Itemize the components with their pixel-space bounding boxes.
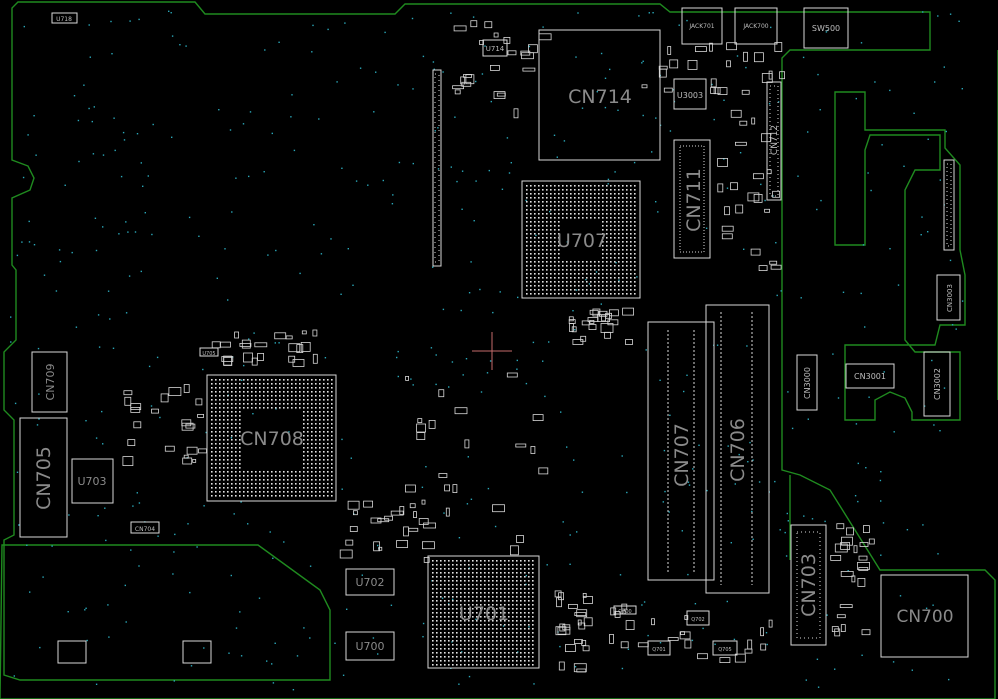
board-inner-outline <box>834 91 966 421</box>
u702-component[interactable]: U702 <box>345 568 395 596</box>
u701-ball-grid <box>432 560 534 666</box>
u707-component[interactable]: U707 <box>521 180 641 299</box>
cn709-component[interactable]: CN709 <box>31 351 68 413</box>
cn3002-component[interactable]: CN3002 <box>923 351 951 417</box>
cn712-component[interactable]: CN712 <box>766 81 782 201</box>
cn700-component[interactable]: CN700 <box>880 574 969 658</box>
u705-component[interactable]: U705 <box>199 347 219 357</box>
u3003-label: U3003 <box>677 91 703 100</box>
cn3003-component[interactable]: CN3003 <box>936 274 961 321</box>
cn3001-label: CN3001 <box>854 372 886 381</box>
cn3000-component[interactable]: CN3000 <box>796 354 818 411</box>
right-edge-connector[interactable] <box>943 159 955 251</box>
cn714-label: CN714 <box>568 86 632 108</box>
u702-label: U702 <box>355 576 384 589</box>
cn714-component[interactable]: CN714 <box>538 29 661 161</box>
via-field <box>10 10 964 691</box>
q702-label: Q702 <box>691 617 704 623</box>
cn704-label: CN704 <box>135 526 155 533</box>
u703-label: U703 <box>77 475 106 488</box>
q702-component[interactable]: Q702 <box>686 610 710 626</box>
smd-components <box>122 20 875 673</box>
cn706-label: CN706 <box>727 418 749 482</box>
u718-component[interactable]: U718 <box>51 12 78 24</box>
u701-component[interactable]: U701 <box>427 555 540 669</box>
sw500-component[interactable]: SW500 <box>803 7 849 49</box>
cn706-component[interactable]: CN706 <box>705 304 770 594</box>
cn708-ball-grid <box>211 379 333 497</box>
cn708-component[interactable]: CN708 <box>206 374 337 502</box>
board-edge-cut <box>789 50 998 560</box>
cn705-label: CN705 <box>33 446 55 510</box>
u714-component[interactable]: U714 <box>482 39 508 57</box>
bottom-left-pad-b[interactable] <box>182 640 212 664</box>
q701-component[interactable]: Q701 <box>647 640 671 656</box>
u705-label: U705 <box>202 351 215 357</box>
cn700-label: CN700 <box>896 607 953 627</box>
cn711-component[interactable]: CN711 <box>673 139 711 259</box>
cn704-component[interactable]: CN704 <box>130 521 160 534</box>
cn3000-label: CN3000 <box>803 367 812 399</box>
u714-label: U714 <box>486 45 505 53</box>
u700-label: U700 <box>355 640 384 653</box>
cn708-label: CN708 <box>240 428 304 450</box>
cn703-label: CN703 <box>798 553 820 617</box>
u707-label: U707 <box>557 230 607 252</box>
u707-ball-grid <box>526 185 636 295</box>
jack700-component[interactable]: JACK700 <box>734 7 778 45</box>
cn3001-component[interactable]: CN3001 <box>845 363 895 389</box>
u718-label: U718 <box>56 16 72 23</box>
cn707-component[interactable]: CN707 <box>647 321 715 581</box>
q705-label: Q705 <box>718 647 731 653</box>
cn711-label: CN711 <box>683 168 705 232</box>
q705-component[interactable]: Q705 <box>712 640 738 656</box>
jack701-label: JACK701 <box>688 23 714 30</box>
u701-label: U701 <box>459 603 509 625</box>
u700-component[interactable]: U700 <box>345 631 395 661</box>
u3003-component[interactable]: U3003 <box>673 78 707 110</box>
cn707-label: CN707 <box>671 423 693 487</box>
q701-label: Q701 <box>652 647 665 653</box>
cn703-component[interactable]: CN703 <box>790 524 827 646</box>
jack700-label: JACK700 <box>742 23 768 30</box>
long-header-strip[interactable] <box>432 69 442 267</box>
cn712-label: CN712 <box>770 125 780 155</box>
cn709-label: CN709 <box>44 364 57 401</box>
cn705-component[interactable]: CN705 <box>19 417 68 538</box>
jack701-component[interactable]: JACK701 <box>681 7 723 45</box>
u703-component[interactable]: U703 <box>71 458 114 504</box>
sw500-label: SW500 <box>812 24 840 33</box>
cn3002-label: CN3002 <box>933 368 942 400</box>
bottom-left-pad-a[interactable] <box>57 640 87 664</box>
crosshair-icon <box>472 332 512 370</box>
cn3003-label: CN3003 <box>946 284 954 312</box>
